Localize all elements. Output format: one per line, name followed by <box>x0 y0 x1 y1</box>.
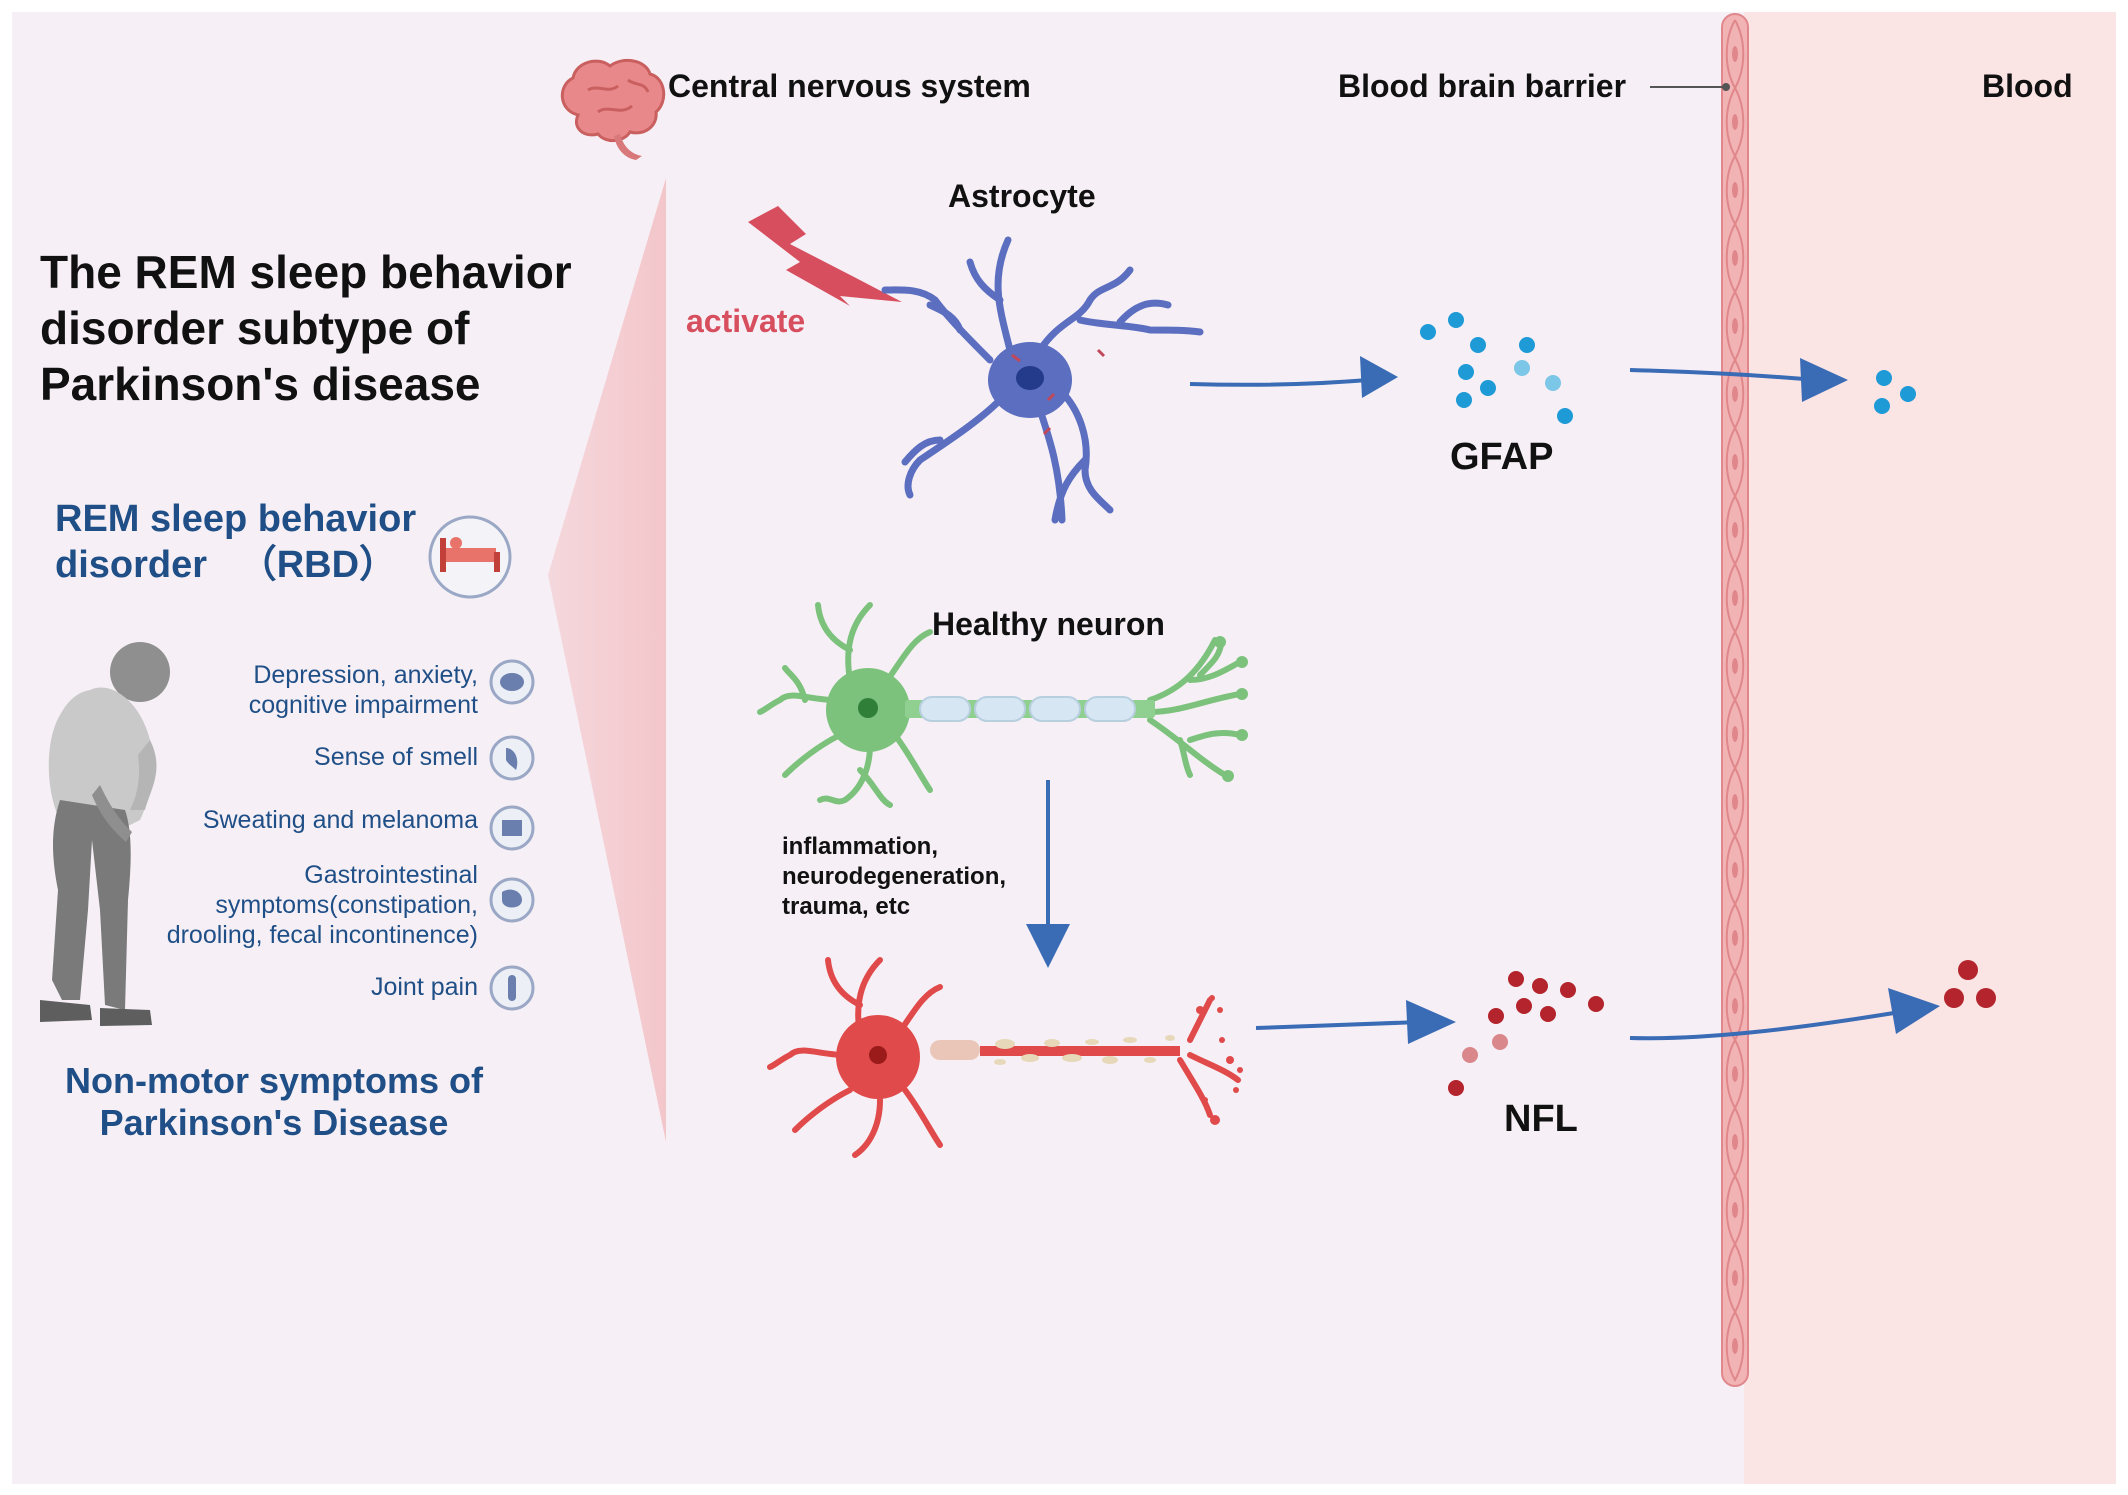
title-line: The REM sleep behavior <box>40 246 572 298</box>
causes-line: trauma, etc <box>782 893 911 920</box>
barrier-cell-nucleus <box>1732 1202 1738 1218</box>
non-motor-heading: Non-motor symptoms of Parkinson's Diseas… <box>65 1060 483 1143</box>
symptom-list: Depression, anxiety, cognitive impairmen… <box>130 0 478 1100</box>
barrier-cell-nucleus <box>1732 250 1738 266</box>
causes-line: inflammation, <box>782 833 939 860</box>
astrocyte-nucleus <box>1016 366 1044 390</box>
barrier-pointer-dot <box>1722 83 1730 91</box>
astrocyte-activation-marks <box>1011 348 1106 436</box>
nfl-label: NFL <box>1504 1098 1578 1140</box>
barrier-cell-nucleus <box>1732 182 1738 198</box>
astrocyte-cell <box>881 236 1204 524</box>
elderly-person-silhouette <box>40 642 170 1026</box>
barrier-cell-nucleus <box>1732 1270 1738 1286</box>
healthy-neuron-label: Healthy neuron <box>932 606 1165 642</box>
causes-label: inflammation, neurodegeneration, trauma,… <box>782 832 1006 922</box>
barrier-cell-nucleus <box>1732 1066 1738 1082</box>
diagram-title: The REM sleep behavior disorder subtype … <box>40 244 572 412</box>
barrier-cell-nucleus <box>1732 522 1738 538</box>
blood-label: Blood <box>1982 68 2073 104</box>
nfl-particles <box>1448 971 1604 1096</box>
nfl-particles-blood <box>1944 960 1996 1008</box>
barrier-cell <box>1725 1311 1745 1383</box>
barrier-cell-nucleus <box>1732 658 1738 674</box>
healthy-neuron-axon <box>905 636 1248 782</box>
rbd-heading: REM sleep behavior disorder （RBD） <box>55 496 416 588</box>
gfap-particles-blood <box>1874 370 1916 414</box>
damaged-neuron-nucleus <box>869 1046 887 1064</box>
arrow-gfap-to-blood <box>1629 368 1816 382</box>
cns-label: Central nervous system <box>668 68 1031 104</box>
barrier-cell-nucleus <box>1732 794 1738 810</box>
arrowhead-nfl-to-blood <box>1888 988 1940 1034</box>
gfap-label: GFAP <box>1450 436 1554 478</box>
causes-line: neurodegeneration, <box>782 863 1007 890</box>
healthy-neuron <box>757 602 1243 808</box>
symptom-item: Sense of smell <box>314 743 478 771</box>
barrier-cell-nucleus <box>1732 726 1738 742</box>
arrowhead-healthy-to-damaged <box>1026 924 1070 968</box>
barrier-cell-nucleus <box>1732 454 1738 470</box>
symptom-item: Sweating and melanoma <box>202 806 478 834</box>
barrier-cell-nucleus <box>1732 318 1738 334</box>
title-line: Parkinson's disease <box>40 358 481 410</box>
barrier-cell-nucleus <box>1732 930 1738 946</box>
brain-icon <box>560 58 666 160</box>
barrier-cell-nucleus <box>1732 386 1738 402</box>
arrow-nfl-to-blood <box>1629 1010 1901 1041</box>
arrowhead-astrocyte-to-gfap <box>1360 356 1398 398</box>
healthy-neuron-nucleus <box>858 698 878 718</box>
damaged-neuron-axon <box>930 995 1243 1125</box>
barrier-cell-nucleus <box>1732 46 1738 62</box>
barrier-cell-nucleus <box>1732 862 1738 878</box>
arrowhead-neuron-to-nfl <box>1406 1000 1456 1044</box>
rbd-line: REM sleep behavior <box>55 498 417 540</box>
astrocyte-label: Astrocyte <box>948 178 1096 214</box>
arrowhead-gfap-to-blood <box>1800 358 1848 402</box>
symptom-item: Gastrointestinal symptoms(constipation, … <box>166 861 478 949</box>
symptom-item: Joint pain <box>370 973 478 1001</box>
barrier-cell-nucleus <box>1732 114 1738 130</box>
zoom-cone <box>548 178 666 1142</box>
barrier-cell-nucleus <box>1732 1338 1738 1354</box>
arrow-neuron-to-nfl <box>1255 1020 1421 1030</box>
symptom-item: Depression, anxiety, cognitive impairmen… <box>248 661 478 719</box>
barrier-cell-nucleus <box>1732 1134 1738 1150</box>
activate-label: activate <box>686 303 806 339</box>
blood-region <box>1744 12 2116 1484</box>
bed-icon <box>428 515 512 599</box>
title-line: disorder subtype of <box>40 302 470 354</box>
rbd-line: disorder （RBD） <box>55 544 398 586</box>
barrier-cell-nucleus <box>1732 998 1738 1014</box>
bbb-label: Blood brain barrier <box>1338 68 1627 104</box>
lightning-bolt-icon <box>748 206 902 306</box>
gfap-particles <box>1420 312 1573 424</box>
blood-brain-barrier <box>1721 13 1749 1387</box>
barrier-cell-nucleus <box>1732 590 1738 606</box>
